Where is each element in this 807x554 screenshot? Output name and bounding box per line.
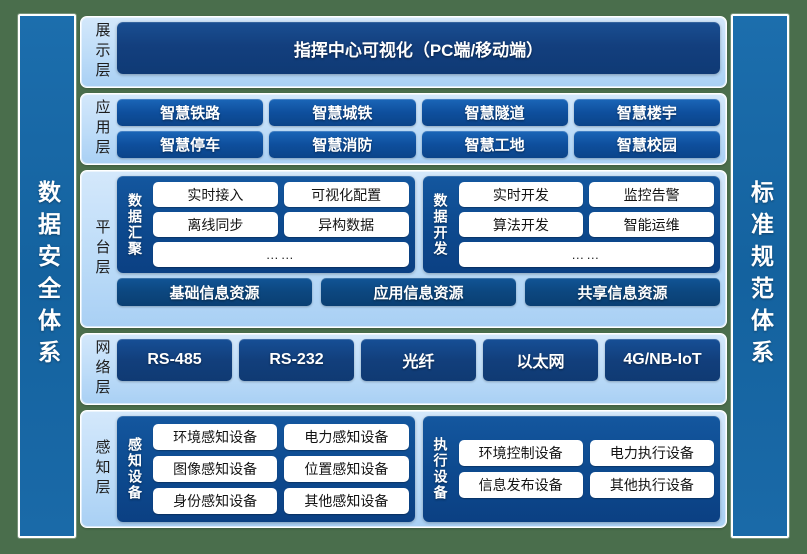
platform-item-ellipsis[interactable]: …… bbox=[153, 242, 409, 267]
layer-platform: 平台层 数据汇聚 实时接入 可视化配置 bbox=[80, 170, 727, 328]
perception-panel-title-text: 感知设备 bbox=[127, 437, 143, 501]
perception-panel-sensing-devices: 感知设备 环境感知设备 电力感知设备 图像感知设备 位置感知设备 bbox=[117, 416, 415, 522]
layer-presentation-label-text: 展示层 bbox=[93, 22, 111, 82]
perception-item[interactable]: 位置感知设备 bbox=[284, 456, 409, 482]
perception-item[interactable]: 其他感知设备 bbox=[284, 488, 409, 514]
network-item[interactable]: 光纤 bbox=[361, 339, 476, 381]
app-item[interactable]: 智慧楼宇 bbox=[573, 99, 720, 126]
platform-item-row: 离线同步 异构数据 bbox=[153, 212, 409, 237]
layer-network-body: RS-485 RS-232 光纤 以太网 4G/NB-IoT bbox=[117, 339, 720, 399]
perception-item[interactable]: 电力感知设备 bbox=[284, 424, 409, 450]
layer-application-label-text: 应用层 bbox=[93, 99, 111, 159]
layer-presentation-body: 指挥中心可视化（PC端/移动端） bbox=[117, 22, 720, 82]
perception-panel-items: 环境控制设备 电力执行设备 信息发布设备 其他执行设备 bbox=[458, 422, 714, 516]
platform-item[interactable]: 异构数据 bbox=[283, 212, 409, 237]
platform-panel-title-text: 数据开发 bbox=[432, 192, 449, 257]
platform-item-row: …… bbox=[458, 242, 714, 267]
perception-item[interactable]: 电力执行设备 bbox=[589, 440, 714, 466]
perception-panels: 感知设备 环境感知设备 电力感知设备 图像感知设备 位置感知设备 bbox=[117, 416, 720, 522]
left-pillar-data-security: 数据安全体系 bbox=[18, 14, 76, 538]
resource-item[interactable]: 共享信息资源 bbox=[525, 278, 720, 306]
app-item[interactable]: 智慧停车 bbox=[117, 131, 264, 158]
network-item[interactable]: RS-232 bbox=[239, 339, 354, 381]
platform-panel-items: 实时接入 可视化配置 离线同步 异构数据 …… bbox=[153, 182, 409, 267]
layer-platform-label: 平台层 bbox=[87, 176, 117, 322]
app-item[interactable]: 智慧铁路 bbox=[117, 99, 264, 126]
resource-item[interactable]: 基础信息资源 bbox=[117, 278, 312, 306]
layer-presentation-label: 展示层 bbox=[87, 22, 117, 82]
layer-perception-label-text: 感知层 bbox=[93, 439, 111, 499]
platform-item-row: 实时开发 监控告警 bbox=[458, 182, 714, 207]
layer-platform-label-text: 平台层 bbox=[93, 219, 111, 279]
layer-perception-body: 感知设备 环境感知设备 电力感知设备 图像感知设备 位置感知设备 bbox=[117, 416, 720, 522]
perception-item-row: 环境控制设备 电力执行设备 bbox=[458, 440, 714, 466]
perception-item[interactable]: 环境感知设备 bbox=[153, 424, 278, 450]
platform-item-row: 算法开发 智能运维 bbox=[458, 212, 714, 237]
platform-panel-data-development: 数据开发 实时开发 监控告警 算法开发 智能运维 bbox=[422, 176, 720, 273]
app-item[interactable]: 智慧校园 bbox=[573, 131, 720, 158]
perception-panel-title: 执行设备 bbox=[429, 422, 453, 516]
platform-panel-title: 数据开发 bbox=[429, 182, 453, 267]
app-item[interactable]: 智慧城铁 bbox=[269, 99, 416, 126]
perception-panel-items: 环境感知设备 电力感知设备 图像感知设备 位置感知设备 身份感知设备 其他感知设… bbox=[153, 422, 409, 516]
network-item[interactable]: 以太网 bbox=[483, 339, 598, 381]
left-pillar-label: 数据安全体系 bbox=[34, 180, 61, 372]
perception-item[interactable]: 其他执行设备 bbox=[589, 472, 714, 498]
platform-panel-data-aggregation: 数据汇聚 实时接入 可视化配置 离线同步 异构数据 bbox=[117, 176, 415, 273]
platform-item[interactable]: 监控告警 bbox=[589, 182, 714, 207]
perception-item-row: 环境感知设备 电力感知设备 bbox=[153, 424, 409, 450]
platform-item[interactable]: 实时开发 bbox=[458, 182, 584, 207]
platform-panel-title-text: 数据汇聚 bbox=[127, 192, 143, 257]
layer-presentation: 展示层 指挥中心可视化（PC端/移动端） bbox=[80, 16, 727, 88]
perception-item[interactable]: 信息发布设备 bbox=[458, 472, 583, 498]
perception-item-row: 信息发布设备 其他执行设备 bbox=[458, 472, 714, 498]
app-item[interactable]: 智慧工地 bbox=[421, 131, 568, 158]
layer-stack: 展示层 指挥中心可视化（PC端/移动端） 应用层 智慧铁路 智慧城铁 智慧隧道 … bbox=[80, 16, 727, 536]
command-center-visualization-bar[interactable]: 指挥中心可视化（PC端/移动端） bbox=[117, 22, 720, 74]
platform-panels: 数据汇聚 实时接入 可视化配置 离线同步 异构数据 bbox=[117, 176, 720, 273]
app-item[interactable]: 智慧消防 bbox=[269, 131, 416, 158]
layer-perception: 感知层 感知设备 环境感知设备 电力感知设备 bbox=[80, 410, 727, 528]
platform-item-ellipsis[interactable]: …… bbox=[458, 242, 714, 267]
perception-item[interactable]: 环境控制设备 bbox=[458, 440, 583, 466]
layer-application-body: 智慧铁路 智慧城铁 智慧隧道 智慧楼宇 智慧停车 智慧消防 智慧工地 智慧校园 bbox=[117, 99, 720, 159]
app-item[interactable]: 智慧隧道 bbox=[421, 99, 568, 126]
perception-item-row: 图像感知设备 位置感知设备 bbox=[153, 456, 409, 482]
platform-item[interactable]: 智能运维 bbox=[589, 212, 714, 237]
platform-item[interactable]: 算法开发 bbox=[458, 212, 584, 237]
layer-network: 网络层 RS-485 RS-232 光纤 以太网 4G/NB-IoT bbox=[80, 333, 727, 405]
perception-panel-title: 感知设备 bbox=[123, 422, 147, 516]
application-row-2: 智慧停车 智慧消防 智慧工地 智慧校园 bbox=[117, 131, 720, 158]
right-pillar-label: 标准规范体系 bbox=[747, 180, 774, 372]
layer-perception-label: 感知层 bbox=[87, 416, 117, 522]
layer-network-label-text: 网络层 bbox=[93, 339, 111, 399]
platform-resources-row: 基础信息资源 应用信息资源 共享信息资源 bbox=[117, 278, 720, 306]
platform-item-row: …… bbox=[153, 242, 409, 267]
perception-item[interactable]: 身份感知设备 bbox=[153, 488, 278, 514]
resource-item[interactable]: 应用信息资源 bbox=[321, 278, 516, 306]
perception-item[interactable]: 图像感知设备 bbox=[153, 456, 278, 482]
platform-panel-items: 实时开发 监控告警 算法开发 智能运维 …… bbox=[458, 182, 714, 267]
layer-platform-body: 数据汇聚 实时接入 可视化配置 离线同步 异构数据 bbox=[117, 176, 720, 322]
layer-application-label: 应用层 bbox=[87, 99, 117, 159]
platform-item[interactable]: 实时接入 bbox=[153, 182, 278, 207]
layer-application: 应用层 智慧铁路 智慧城铁 智慧隧道 智慧楼宇 智慧停车 智慧消防 智慧工地 智… bbox=[80, 93, 727, 165]
platform-panel-title: 数据汇聚 bbox=[123, 182, 147, 267]
platform-item-row: 实时接入 可视化配置 bbox=[153, 182, 409, 207]
layer-network-label: 网络层 bbox=[87, 339, 117, 399]
perception-panel-actuator-devices: 执行设备 环境控制设备 电力执行设备 信息发布设备 其他执行设备 bbox=[422, 416, 720, 522]
network-items-row: RS-485 RS-232 光纤 以太网 4G/NB-IoT bbox=[117, 339, 720, 381]
platform-item[interactable]: 可视化配置 bbox=[283, 182, 409, 207]
perception-panel-title-text: 执行设备 bbox=[432, 437, 449, 501]
application-row-1: 智慧铁路 智慧城铁 智慧隧道 智慧楼宇 bbox=[117, 99, 720, 126]
right-pillar-standards: 标准规范体系 bbox=[731, 14, 789, 538]
network-item[interactable]: 4G/NB-IoT bbox=[605, 339, 720, 381]
network-item[interactable]: RS-485 bbox=[117, 339, 232, 381]
platform-item[interactable]: 离线同步 bbox=[153, 212, 278, 237]
perception-item-row: 身份感知设备 其他感知设备 bbox=[153, 488, 409, 514]
